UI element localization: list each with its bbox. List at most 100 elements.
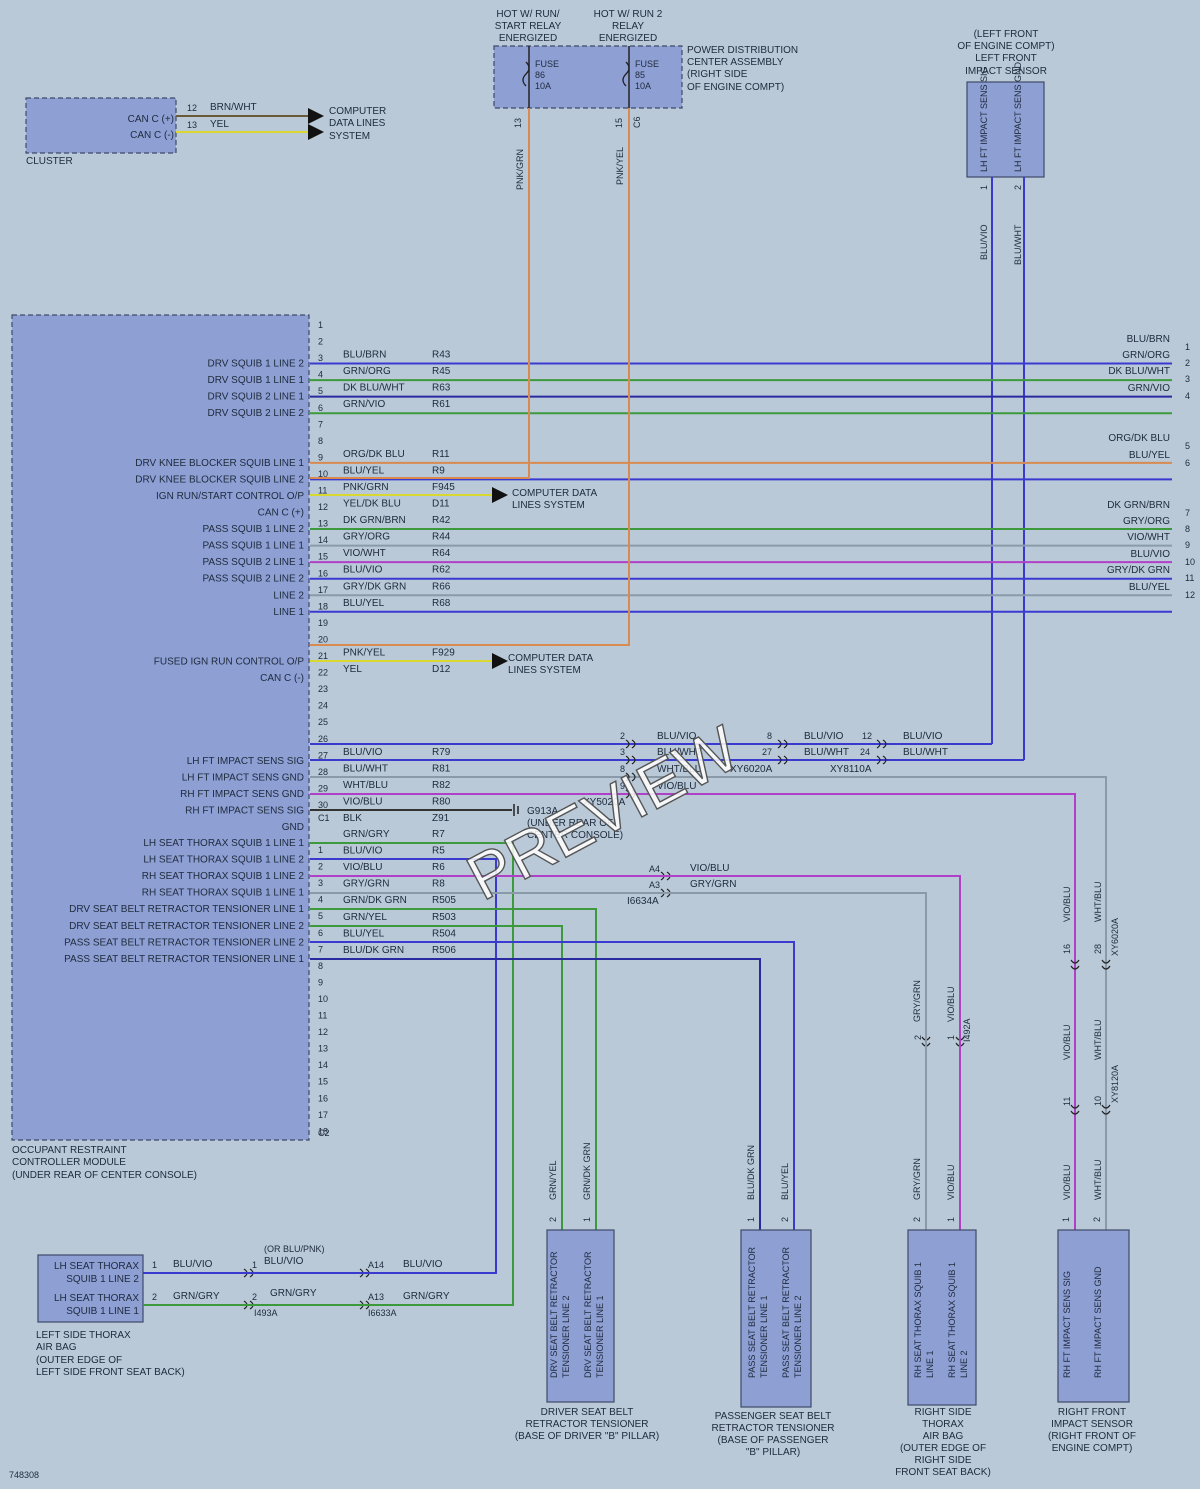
orc-c1-circuit: D11 — [432, 499, 450, 510]
right-edge-wire: ORG/DK BLU — [1108, 433, 1170, 444]
tensioner-wire-label: BLU/DK GRN — [746, 1145, 756, 1200]
orc-c1-circuit: F929 — [432, 647, 455, 658]
hot-labels: HOT W/ RUN/ START RELAY ENERGIZED HOT W/… — [495, 9, 663, 44]
rf-wire-label: WHT/BLU — [1093, 882, 1103, 923]
lh-thorax-name: LEFT SIDE FRONT SEAT BACK) — [36, 1367, 185, 1378]
lh-thorax-pin-num: 2 — [152, 1292, 157, 1302]
fuse-85-label: 10A — [635, 81, 651, 91]
orc-c2-wire: GRN/YEL — [343, 912, 387, 923]
connector-chevron-icon — [625, 772, 636, 782]
orc-c1-wire: GRY/DK GRN — [343, 581, 406, 592]
inline-pin: 9 — [620, 781, 625, 791]
cluster-wire-label: YEL — [210, 119, 229, 130]
pass-tensioner-pin: PASS SEAT BELT RETRACTOR — [781, 1246, 791, 1378]
orc-c2-wire: BLU/DK GRN — [343, 945, 404, 956]
orc-c1-circuit: R61 — [432, 399, 451, 410]
orc-c1-circuit: R11 — [432, 449, 450, 460]
orc-c2-circuit: R505 — [432, 895, 456, 906]
lh-thorax-wire: BLU/VIO — [173, 1259, 213, 1270]
i6634a-pin: A4 — [649, 864, 660, 874]
lh-thorax-name: (OUTER EDGE OF — [36, 1355, 122, 1366]
orc-c2-circuit: R504 — [432, 928, 456, 939]
i492a-pin: 1 — [946, 1035, 956, 1040]
rh-thorax-wire-label: VIO/BLU — [946, 986, 956, 1022]
xy8120a-v-pin: 11 — [1062, 1097, 1072, 1106]
orc-c2-pin-num: 12 — [318, 1027, 328, 1037]
rh-thorax-line2-wire — [310, 875, 961, 1230]
rh-thorax-name: (OUTER EDGE OF — [900, 1443, 986, 1454]
connector-chevron-icon — [625, 755, 636, 765]
orc-c2-pin-num: 16 — [318, 1093, 328, 1103]
orc-c2-func: PASS SEAT BELT RETRACTOR TENSIONER LINE … — [64, 954, 304, 965]
hot-run2-label: ENERGIZED — [599, 33, 657, 44]
xy6020a-wire: BLU/VIO — [804, 731, 844, 742]
orc-c1-circuit: R44 — [432, 532, 451, 543]
orc-c1-circuit: Z91 — [432, 813, 450, 824]
xy8120a-v-label: XY8120A — [1110, 1065, 1120, 1103]
i6634a-wire: VIO/BLU — [690, 863, 729, 874]
orc-c2-pin-num: 4 — [318, 895, 323, 905]
orc-c1-pin-num: 11 — [318, 486, 327, 496]
xy6020a-v-pin: 28 — [1093, 944, 1103, 954]
orc-c2-circuit: R506 — [432, 945, 456, 956]
data-lines-label: COMPUTER DATA — [512, 488, 598, 499]
right-edge-wire: GRN/ORG — [1122, 350, 1170, 361]
orc-c2-pin-num: 9 — [318, 977, 323, 987]
orc-c1-wire: VIO/WHT — [343, 548, 386, 559]
lh-thorax-pin: SQUIB 1 LINE 1 — [66, 1306, 139, 1317]
orc-c1-pin-num: 3 — [318, 353, 323, 363]
orc-c1-wire: ORG/DK BLU — [343, 449, 405, 460]
rh-ft-sig-wire — [310, 793, 1076, 1230]
pdc-connector-c6: C6 — [632, 116, 642, 128]
xy8110a-pin: 12 — [862, 731, 872, 741]
orc-c1-pin-num: 14 — [318, 535, 328, 545]
drv-tensioner-pin: DRV SEAT BELT RETRACTOR — [549, 1251, 559, 1378]
orc-c1-wire: VIO/BLU — [343, 796, 382, 807]
right-edge-num: 5 — [1185, 441, 1190, 451]
orc-c1-pin-num: 2 — [318, 337, 323, 347]
ground-icon — [513, 804, 519, 816]
orc-c1-pin-num: 21 — [318, 651, 328, 661]
right-edge-num: 3 — [1185, 374, 1190, 384]
i493a-label: I493A — [254, 1308, 278, 1318]
passenger-seat-belt-tensioner — [740, 1229, 812, 1408]
rf-sensor-pin: RH FT IMPACT SENS SIG — [1062, 1271, 1072, 1378]
orc-c1-pin-num: 24 — [318, 701, 328, 711]
pass-tensioner-pin-num: 1 — [746, 1217, 756, 1222]
orc-c1-func: GND — [282, 822, 304, 833]
drv-tensioner-name: DRIVER SEAT BELT — [541, 1407, 634, 1418]
rf-sensor-pin: RH FT IMPACT SENS GND — [1093, 1266, 1103, 1378]
rf-sensor-name: RIGHT FRONT — [1058, 1407, 1126, 1418]
orc-c1-pin-num: 30 — [318, 800, 328, 810]
drv-tensioner-pin-num: 2 — [548, 1217, 558, 1222]
cluster-pin-num: 12 — [187, 103, 197, 113]
drv-tensioner-name: RETRACTOR TENSIONER — [526, 1419, 649, 1430]
lf-impact-sensor — [966, 81, 1045, 178]
ground-label: CENTER CONSOLE) — [527, 830, 623, 841]
rf-sensor-name: ENGINE COMPT) — [1052, 1443, 1133, 1454]
xy8110a-pin: 24 — [860, 747, 870, 757]
lf-sensor-wire: BLU/VIO — [979, 224, 989, 260]
orc-c1-pin-num: 4 — [318, 370, 323, 380]
inline-wire: BLU/VIO — [657, 731, 697, 742]
orc-c1-pin-num: 23 — [318, 684, 328, 694]
orc-c1-wire: BLU/BRN — [343, 350, 386, 361]
lh-thorax-wire: GRN/GRY — [173, 1291, 220, 1302]
orc-c2-func: LH SEAT THORAX SQUIB 1 LINE 2 — [143, 855, 304, 866]
fuse-86-label: 86 — [535, 70, 545, 80]
orc-c1-func: CAN C (+) — [258, 508, 304, 519]
orc-c1-circuit: R66 — [432, 581, 451, 592]
i6633a-wire: BLU/VIO — [403, 1259, 443, 1270]
rf-sensor-name: IMPACT SENSOR — [1051, 1419, 1133, 1430]
rf-wire-label: VIO/BLU — [1062, 1164, 1072, 1200]
lf-sensor-header: IMPACT SENSOR — [965, 66, 1047, 77]
inline-wire: VIO/BLU — [657, 781, 696, 792]
i6633a-label: I6633A — [368, 1308, 397, 1318]
rh-thorax-pin: LINE 2 — [959, 1350, 969, 1378]
fuse-86-label: FUSE — [535, 59, 559, 69]
i6633a-pin: A14 — [368, 1260, 384, 1270]
orc-c1-circuit: R62 — [432, 565, 451, 576]
right-edge-num: 12 — [1185, 590, 1195, 600]
orc-c2-circuit: R5 — [432, 846, 445, 857]
